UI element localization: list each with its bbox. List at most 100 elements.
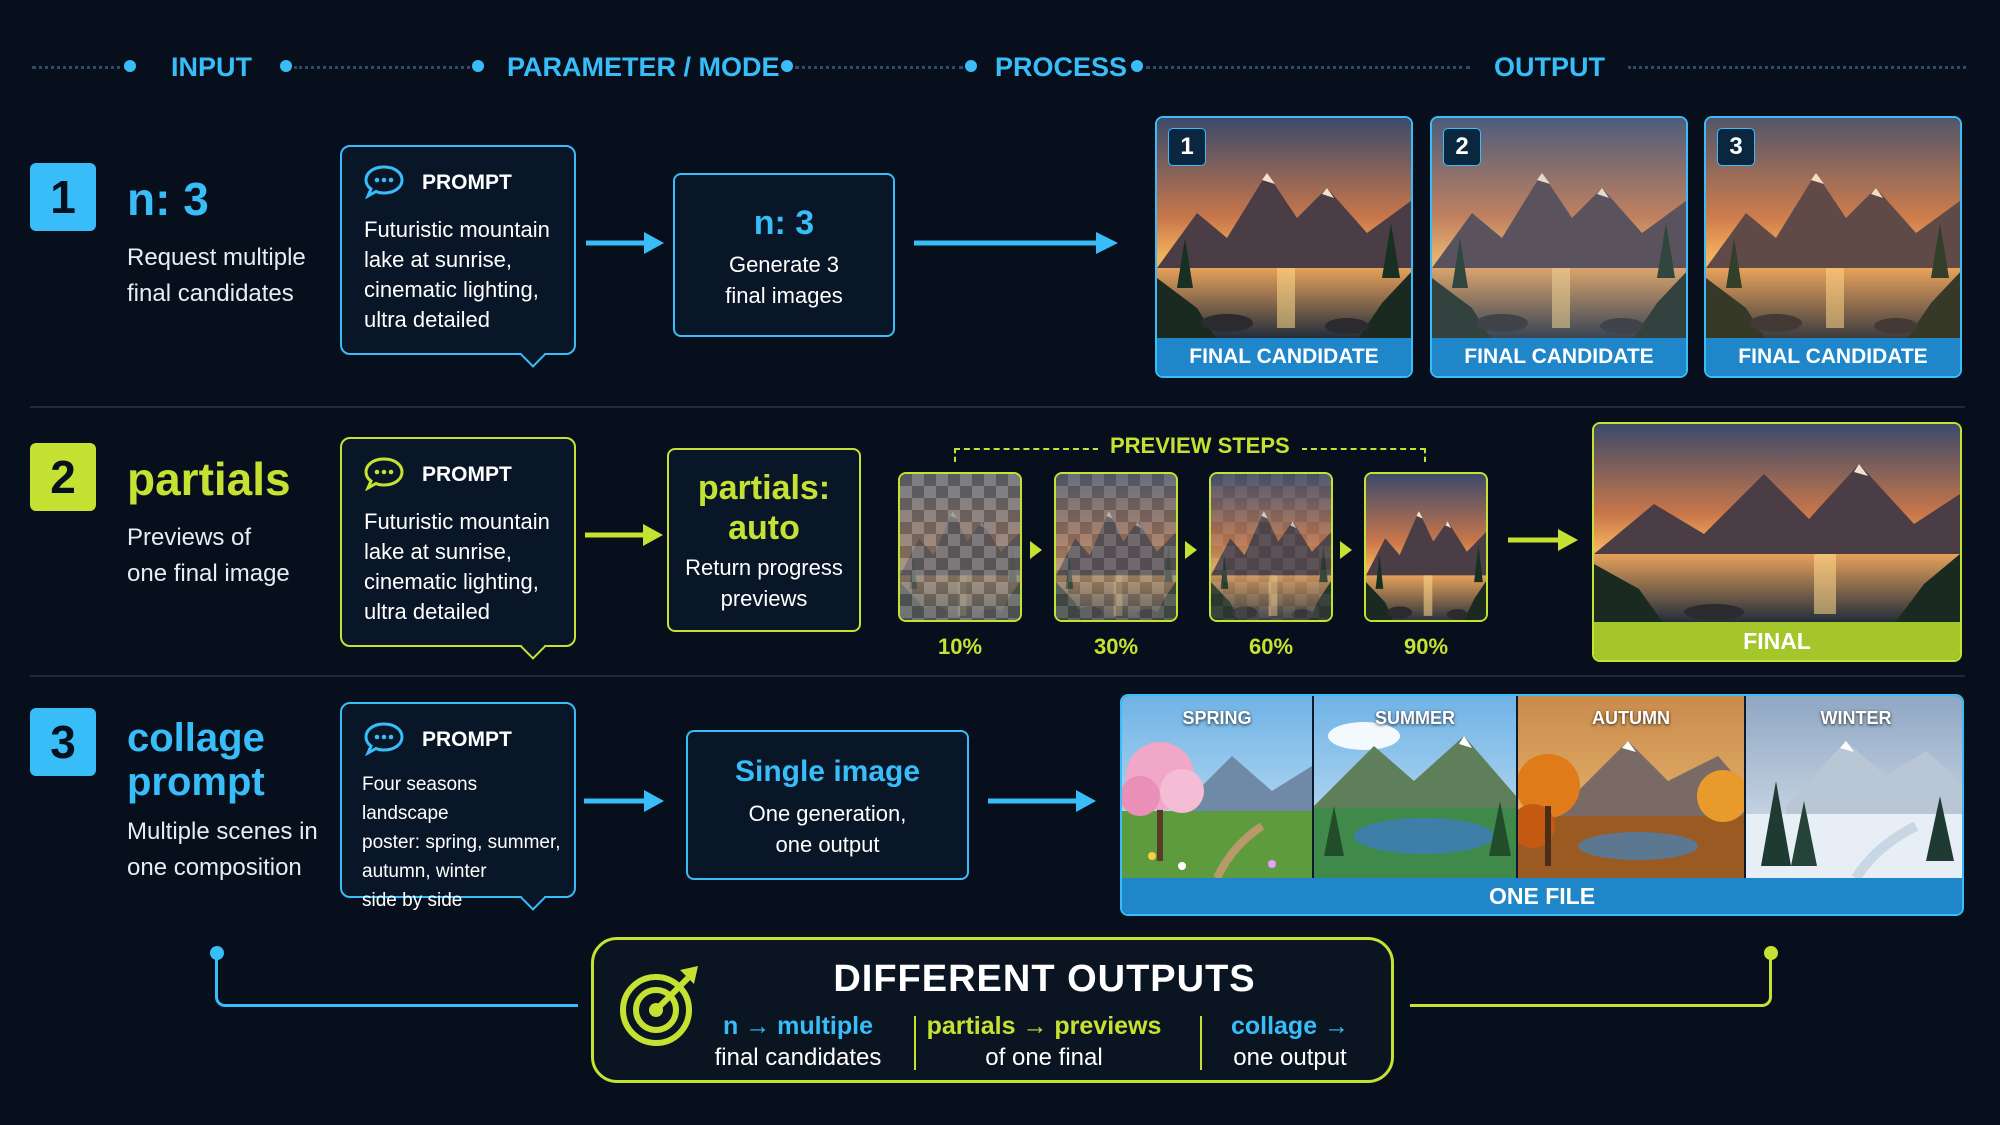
season-label: WINTER xyxy=(1820,708,1892,728)
final-label: FINAL xyxy=(1594,622,1960,660)
row-title: n: 3 xyxy=(127,173,209,225)
connector-dot xyxy=(210,946,224,960)
preview-progress-label: 30% xyxy=(1093,634,1139,659)
row-number-badge: 3 xyxy=(30,708,96,776)
header-dot xyxy=(280,60,292,72)
speech-bubble-icon xyxy=(364,165,404,199)
season-panel-autumn: AUTUMN xyxy=(1518,696,1744,878)
file-label: ONE FILE xyxy=(1122,878,1962,914)
connector-dot xyxy=(1764,946,1778,960)
preview-thumbnail[interactable] xyxy=(1054,472,1178,622)
flow-arrow xyxy=(914,228,1118,258)
prompt-box-tail xyxy=(520,634,546,660)
preview-steps-heading: PREVIEW STEPS xyxy=(1098,433,1302,459)
final-candidate-card[interactable]: 3 FINAL CANDIDATE xyxy=(1704,116,1962,378)
preview-progress-label: 60% xyxy=(1248,634,1294,659)
final-image-card[interactable]: FINAL xyxy=(1592,422,1962,662)
summer-landscape-image xyxy=(1314,696,1516,878)
header-divider xyxy=(294,66,470,69)
mode-title: n: 3 xyxy=(753,204,815,242)
preview-progress-label: 90% xyxy=(1403,634,1449,659)
header-divider xyxy=(1146,66,1470,69)
summary-title: DIFFERENT OUTPUTS xyxy=(833,958,1256,1000)
prompt-label: PROMPT xyxy=(422,463,512,486)
prompt-box-tail xyxy=(520,342,546,368)
winter-landscape-image xyxy=(1746,696,1962,878)
flow-arrow xyxy=(1508,525,1578,555)
candidate-number: 1 xyxy=(1168,128,1206,166)
header-parameter-mode: PARAMETER / MODE xyxy=(507,52,780,82)
speech-bubble-icon xyxy=(364,457,404,491)
summary-item-n: n → multiple final candidates xyxy=(714,1012,882,1071)
speech-bubble-icon xyxy=(364,722,404,756)
preview-thumbnail[interactable] xyxy=(898,472,1022,622)
season-label: AUTUMN xyxy=(1592,708,1670,728)
connector-line xyxy=(1410,958,1772,1007)
connector-line xyxy=(215,958,578,1007)
summary-item-partials: partials → previews of one final xyxy=(926,1012,1162,1071)
flow-arrow xyxy=(585,520,663,550)
chevron-right-icon xyxy=(1185,541,1197,559)
header-divider xyxy=(1628,66,1966,69)
row-divider xyxy=(30,406,1965,408)
season-panel-winter: WINTER xyxy=(1746,696,1962,878)
summary-divider xyxy=(914,1016,916,1070)
preview-thumbnail[interactable] xyxy=(1209,472,1333,622)
row-number-badge: 2 xyxy=(30,443,96,511)
header-input: INPUT xyxy=(171,52,252,82)
prompt-label: PROMPT xyxy=(422,171,512,194)
header-dot xyxy=(472,60,484,72)
season-panel-spring: SPRING xyxy=(1122,696,1312,878)
summary-box: DIFFERENT OUTPUTS n → multiple final can… xyxy=(591,937,1394,1083)
prompt-label: PROMPT xyxy=(422,728,512,751)
header-dot xyxy=(124,60,136,72)
summary-divider xyxy=(1200,1016,1202,1070)
candidate-label: FINAL CANDIDATE xyxy=(1432,338,1686,376)
season-label: SUMMER xyxy=(1375,708,1455,728)
summary-item-collage: collage → one output xyxy=(1230,1012,1350,1071)
mode-title: Single image xyxy=(734,755,921,788)
target-icon xyxy=(620,966,698,1046)
season-panel-summer: SUMMER xyxy=(1314,696,1516,878)
header-output: OUTPUT xyxy=(1494,52,1605,82)
chevron-right-icon xyxy=(1340,541,1352,559)
partial-preview-image xyxy=(1056,474,1176,620)
flow-arrow xyxy=(584,786,664,816)
header-divider xyxy=(32,66,128,69)
mode-title: partials:auto xyxy=(697,469,831,547)
partial-preview-image xyxy=(1211,474,1331,620)
flow-arrow xyxy=(988,786,1096,816)
header-dot xyxy=(1131,60,1143,72)
partial-preview-image xyxy=(1366,474,1486,620)
candidate-label: FINAL CANDIDATE xyxy=(1157,338,1411,376)
collage-image-card[interactable]: SPRING SUMMER xyxy=(1120,694,1964,916)
spring-landscape-image xyxy=(1122,696,1312,878)
mode-subtitle: One generation,one output xyxy=(748,801,907,857)
preview-thumbnail[interactable] xyxy=(1364,472,1488,622)
header-process: PROCESS xyxy=(995,52,1128,82)
final-candidate-card[interactable]: 1 FINAL CANDIDATE xyxy=(1155,116,1413,378)
header-dot xyxy=(781,60,793,72)
candidate-label: FINAL CANDIDATE xyxy=(1706,338,1960,376)
mode-box: Single image One generation,one output xyxy=(686,730,969,880)
mountain-lake-image xyxy=(1594,424,1960,624)
autumn-landscape-image xyxy=(1518,696,1744,878)
row-number-badge: 1 xyxy=(30,163,96,231)
partial-preview-image xyxy=(900,474,1020,620)
chevron-right-icon xyxy=(1030,541,1042,559)
preview-progress-label: 10% xyxy=(937,634,983,659)
season-label: SPRING xyxy=(1182,708,1252,728)
final-candidate-card[interactable]: 2 FINAL CANDIDATE xyxy=(1430,116,1688,378)
